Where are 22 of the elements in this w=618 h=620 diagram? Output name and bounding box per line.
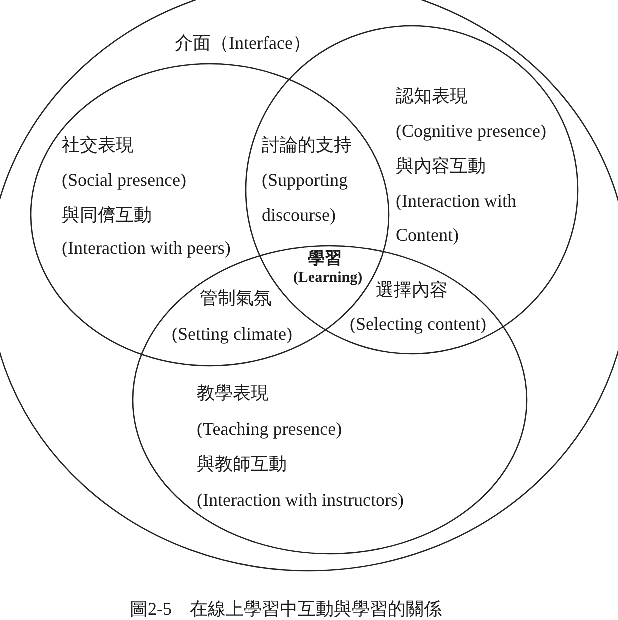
overlap-label: (Setting climate) — [172, 325, 292, 343]
circle-label: (Teaching presence) — [197, 420, 342, 438]
overlap-label: (Supporting discourse) — [262, 168, 350, 227]
circle-label: 社交表現 — [62, 136, 134, 154]
circle-label: (Social presence) — [62, 171, 186, 189]
circle-label: 認知表現 — [396, 87, 468, 105]
circle-label: (Interaction with Content) — [396, 190, 518, 247]
overlap-label: 選擇內容 — [376, 281, 448, 299]
circle-label: (Interaction with instructors) — [197, 491, 404, 509]
circle-label: 與同儕互動 — [62, 206, 152, 224]
center-label: 學習 — [308, 250, 342, 268]
figure-caption: 圖2-5 在線上學習中互動與學習的關係 — [130, 600, 442, 618]
circle-label: (Interaction with peers) — [62, 239, 231, 257]
circle-title: 介面（Interface） — [175, 34, 311, 52]
circle-label: (Cognitive presence) — [396, 122, 546, 140]
circle-label: 教學表現 — [197, 384, 269, 402]
circle-label: 與教師互動 — [197, 455, 287, 473]
center-label: (Learning) — [293, 269, 363, 287]
overlap-label: 討論的支持 — [262, 136, 352, 154]
circle-label: 與內容互動 — [396, 157, 486, 175]
overlap-label: (Selecting content) — [350, 315, 486, 333]
overlap-label: 管制氣氛 — [200, 289, 272, 307]
